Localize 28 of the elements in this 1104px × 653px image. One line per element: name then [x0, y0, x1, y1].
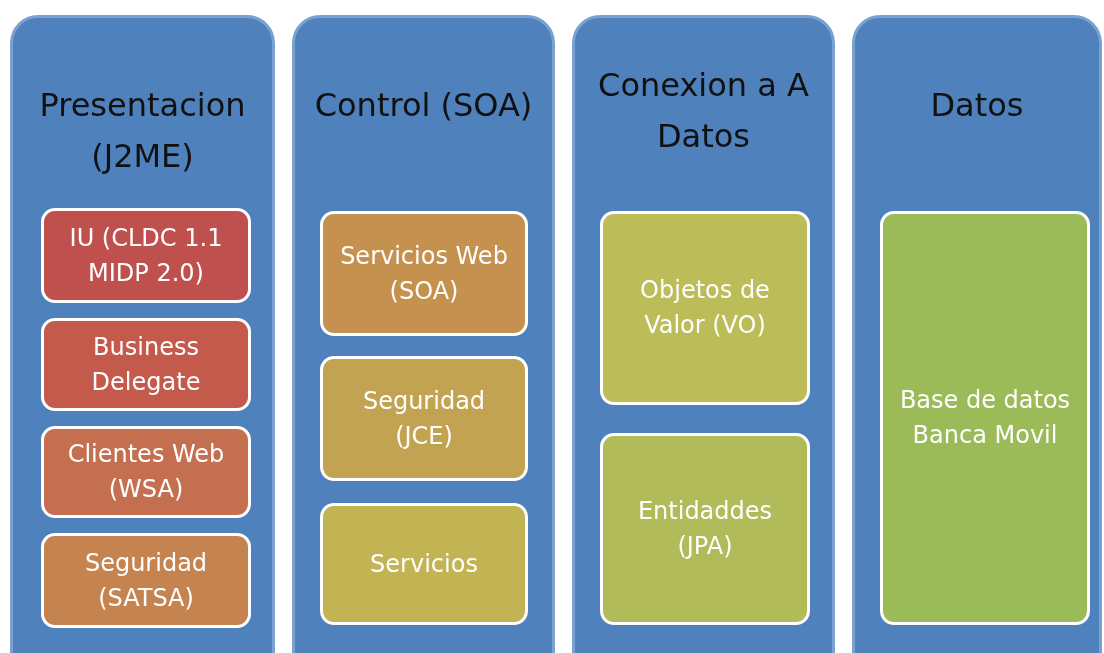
- component-box: [41, 318, 251, 411]
- component-box: [41, 426, 251, 518]
- component-box: [41, 533, 251, 628]
- layer-panel: [10, 15, 275, 653]
- component-label: Servicios Web (SOA): [339, 240, 509, 307]
- component-box: [320, 356, 528, 481]
- component-label: Entidaddes (JPA): [636, 496, 774, 562]
- component-label: Base de datos Banca Movil: [898, 385, 1072, 451]
- layer-title: Presentacion (J2ME): [38, 85, 247, 178]
- component-box: [600, 433, 810, 625]
- layer-panel: [292, 15, 555, 653]
- component-label: Objetos de Valor (VO): [639, 275, 771, 341]
- component-box: [320, 503, 528, 625]
- component-box: [880, 211, 1090, 625]
- component-label: IU (CLDC 1.1 MIDP 2.0): [68, 222, 224, 289]
- layer-title: Datos: [929, 85, 1025, 126]
- component-label: Clientes Web (WSA): [66, 439, 226, 505]
- layer-panel: [572, 15, 835, 653]
- component-label: Servicios: [370, 548, 478, 580]
- component-box: [600, 211, 810, 405]
- component-label: Business Delegate: [90, 331, 202, 398]
- layer-panel: [852, 15, 1102, 653]
- component-box: [41, 208, 251, 303]
- layer-title: Control (SOA): [313, 85, 534, 126]
- component-label: Seguridad (JCE): [361, 385, 487, 452]
- layer-title: Conexion a A Datos: [597, 65, 810, 158]
- component-box: [320, 211, 528, 336]
- component-label: Seguridad (SATSA): [83, 547, 209, 614]
